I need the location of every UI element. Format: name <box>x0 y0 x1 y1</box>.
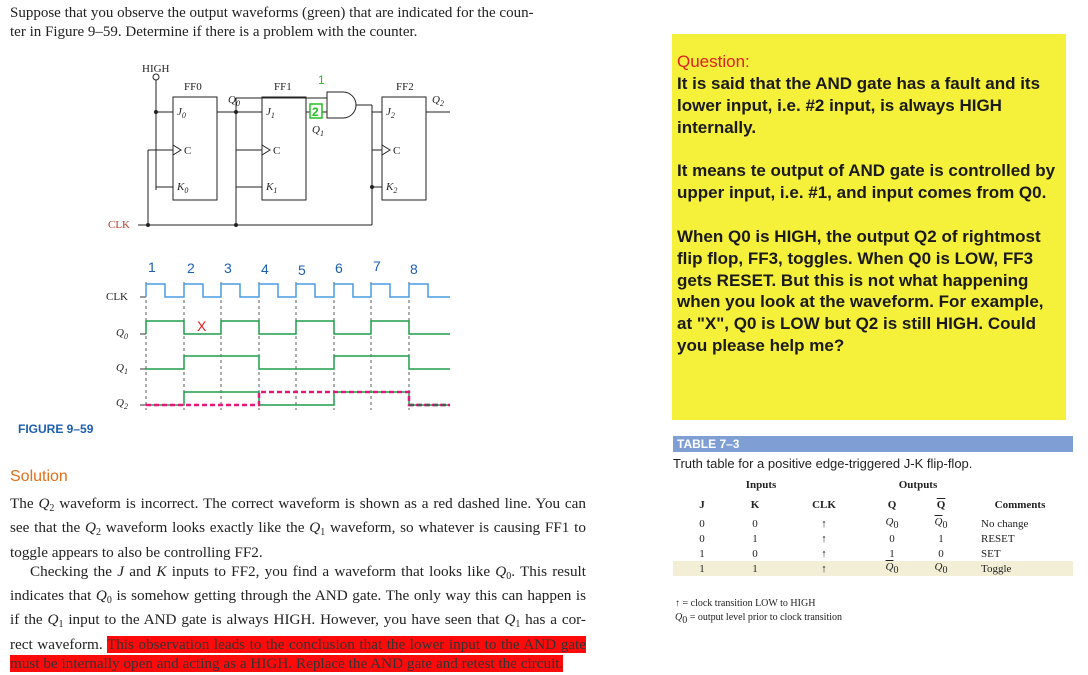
solution-paragraph-2: Checking the J and K inputs to FF2, you … <box>10 562 586 673</box>
c0-label: C <box>184 145 191 157</box>
q0-waveform <box>145 320 450 335</box>
outputs-group-header: Outputs <box>898 479 938 491</box>
figure-caption: FIGURE 9–59 <box>18 422 94 436</box>
c2-label: C <box>393 145 400 157</box>
svg-text:J2: J2 <box>386 106 395 120</box>
q1-waveform <box>146 355 450 370</box>
ff2-box <box>381 96 427 201</box>
problem-line-2: ter in Figure 9–59. Determine if there i… <box>10 24 418 40</box>
col-q: Q <box>887 499 897 511</box>
svg-text:Q1: Q1 <box>312 124 324 138</box>
pulse-number-3: 3 <box>224 260 232 276</box>
and-q1-label: Q <box>312 124 320 136</box>
k1-label: K <box>265 181 274 193</box>
table-footnote-1: ↑ = clock transition LOW to HIGH <box>675 598 816 609</box>
table-footnote-2: Q0 = output level prior to clock transit… <box>675 612 843 626</box>
svg-text:J0: J0 <box>177 106 186 120</box>
pulse-number-5: 5 <box>298 262 306 278</box>
pulse-number-7: 7 <box>373 258 381 274</box>
question-callout <box>672 34 1066 420</box>
wave-label-q2: Q <box>116 397 124 409</box>
and-input-2-mark: 2 <box>312 105 319 119</box>
inputs-group-header: Inputs <box>745 479 777 491</box>
pulse-number-4: 4 <box>261 261 269 277</box>
ff1-label: FF1 <box>274 81 292 93</box>
k0-label: K <box>176 181 185 193</box>
j2-label: J <box>386 106 392 118</box>
question-paragraph-2: It means te output of AND gate is contro… <box>677 161 1056 203</box>
solution-paragraph-1: The Q2 waveform is incorrect. The correc… <box>10 495 586 561</box>
clk-waveform <box>145 283 450 298</box>
clk-circuit-label: CLK <box>108 219 130 231</box>
and-input-1-mark: 1 <box>318 73 325 87</box>
svg-text:K1: K1 <box>265 181 277 195</box>
ff0-label: FF0 <box>184 81 202 93</box>
pulse-number-6: 6 <box>335 260 343 276</box>
problem-statement: Suppose that you observe the output wave… <box>10 4 610 42</box>
wave-label-q0: Q <box>116 327 124 339</box>
solution-heading: Solution <box>10 468 68 485</box>
ff1-box <box>261 96 307 201</box>
solution-body: The Q2 waveform is incorrect. The correc… <box>10 494 586 673</box>
table-header-bar <box>673 436 1073 452</box>
wave-label-clk: CLK <box>106 291 128 303</box>
col-j: J <box>699 499 705 511</box>
svg-text:K0: K0 <box>176 181 188 195</box>
question-body: It is said that the AND gate has a fault… <box>677 73 1061 379</box>
pulse-number-2: 2 <box>187 260 195 276</box>
svg-text:Q2: Q2 <box>432 94 444 108</box>
svg-text:Q1: Q1 <box>116 362 128 376</box>
k2-label: K <box>385 181 394 193</box>
j0-label: J <box>177 106 183 118</box>
ff2-label: FF2 <box>396 81 414 93</box>
pulse-number-8: 8 <box>410 261 418 277</box>
svg-text:Q0: Q0 <box>116 327 128 341</box>
wave-label-q1: Q <box>116 362 124 374</box>
col-clk: CLK <box>812 499 836 511</box>
q0-out-label: Q <box>228 94 236 106</box>
svg-text:Q0: Q0 <box>228 94 240 108</box>
figure-9-59: HIGH FF0 FF1 FF2 J0 J1 J2 C C C K0 K1 K2… <box>106 63 450 411</box>
x-mark: X <box>197 318 207 334</box>
and-gate <box>326 91 357 119</box>
c1-label: C <box>273 145 280 157</box>
q2-correct-dashed-waveform <box>146 390 450 407</box>
table-number: TABLE 7–3 <box>677 437 740 451</box>
pulse-number-1: 1 <box>148 259 156 275</box>
question-paragraph-3: When Q0 is HIGH, the output Q2 of rightm… <box>677 226 1044 355</box>
col-q-bar: Q <box>936 499 946 511</box>
svg-text:Q2: Q2 <box>116 397 128 411</box>
col-comments: Comments <box>994 499 1046 511</box>
problem-line-1: Suppose that you observe the output wave… <box>10 5 534 21</box>
svg-text:K2: K2 <box>385 181 397 195</box>
question-paragraph-1: It is said that the AND gate has a fault… <box>677 74 1041 137</box>
q2-waveform <box>146 391 450 406</box>
q2-out-label: Q <box>432 94 440 106</box>
ff0-box <box>172 96 218 201</box>
j1-label: J <box>266 106 272 118</box>
question-title: Question: <box>677 52 750 71</box>
and-input-2-box <box>309 103 323 119</box>
high-label: HIGH <box>142 63 170 75</box>
table-caption: Truth table for a positive edge-triggere… <box>673 456 973 471</box>
col-k: K <box>750 499 760 511</box>
svg-text:J1: J1 <box>266 106 275 120</box>
